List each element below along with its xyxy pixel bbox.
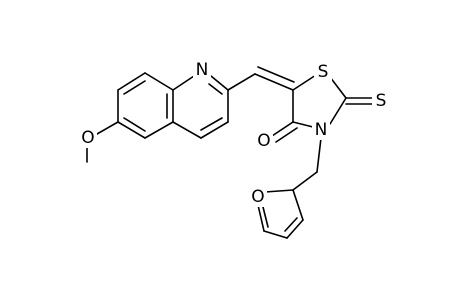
bond-double-inner [123, 80, 146, 95]
atom-label-thione-s: S [376, 91, 387, 111]
bond [275, 127, 298, 143]
bond-double-inner [257, 66, 295, 83]
atom-label-thiazolidine-n: N [315, 120, 328, 140]
atom-thione-s: S [372, 91, 390, 111]
bond [292, 171, 318, 191]
bond [329, 76, 347, 99]
atom-carbonyl-o: O [255, 131, 273, 151]
bond [144, 72, 174, 91]
bond [271, 121, 294, 137]
atom-quinoline-n: N [193, 60, 211, 80]
bond [292, 74, 317, 91]
bond [292, 189, 304, 221]
atom-label-furan-o: O [251, 187, 264, 207]
atom-furan-o: O [249, 187, 267, 207]
bond-double-inner [284, 217, 298, 232]
bond [172, 121, 202, 139]
atom-labels: N O S S N O O [79, 60, 390, 207]
bond [172, 75, 195, 91]
bond [263, 230, 288, 239]
atom-label-thiazolidine-s: S [318, 62, 329, 82]
bond-double-inner [262, 206, 269, 228]
bond [254, 73, 294, 91]
bond [144, 121, 174, 139]
bond-double-inner [208, 83, 223, 95]
atom-methoxy-o: O [79, 128, 97, 148]
atom-label-quinoline-n: N [196, 60, 209, 80]
bond [117, 121, 146, 139]
atom-thiazolidine-s: S [314, 62, 332, 82]
bond [227, 73, 256, 91]
bond [292, 121, 314, 128]
bond [286, 219, 304, 239]
bond [117, 72, 146, 91]
bond [200, 121, 229, 139]
bond-double-inner [123, 117, 146, 132]
bond [96, 121, 119, 135]
atom-label-carbonyl-o: O [257, 131, 270, 151]
bond [210, 75, 229, 91]
bond [257, 204, 265, 232]
bond [264, 189, 294, 193]
atom-thiazolidine-n: N [312, 120, 330, 140]
bond [329, 97, 347, 125]
bond [316, 137, 322, 173]
atom-label-methoxy-o: O [81, 128, 94, 148]
bonds [86, 66, 375, 239]
bond-double-inner [200, 117, 223, 131]
